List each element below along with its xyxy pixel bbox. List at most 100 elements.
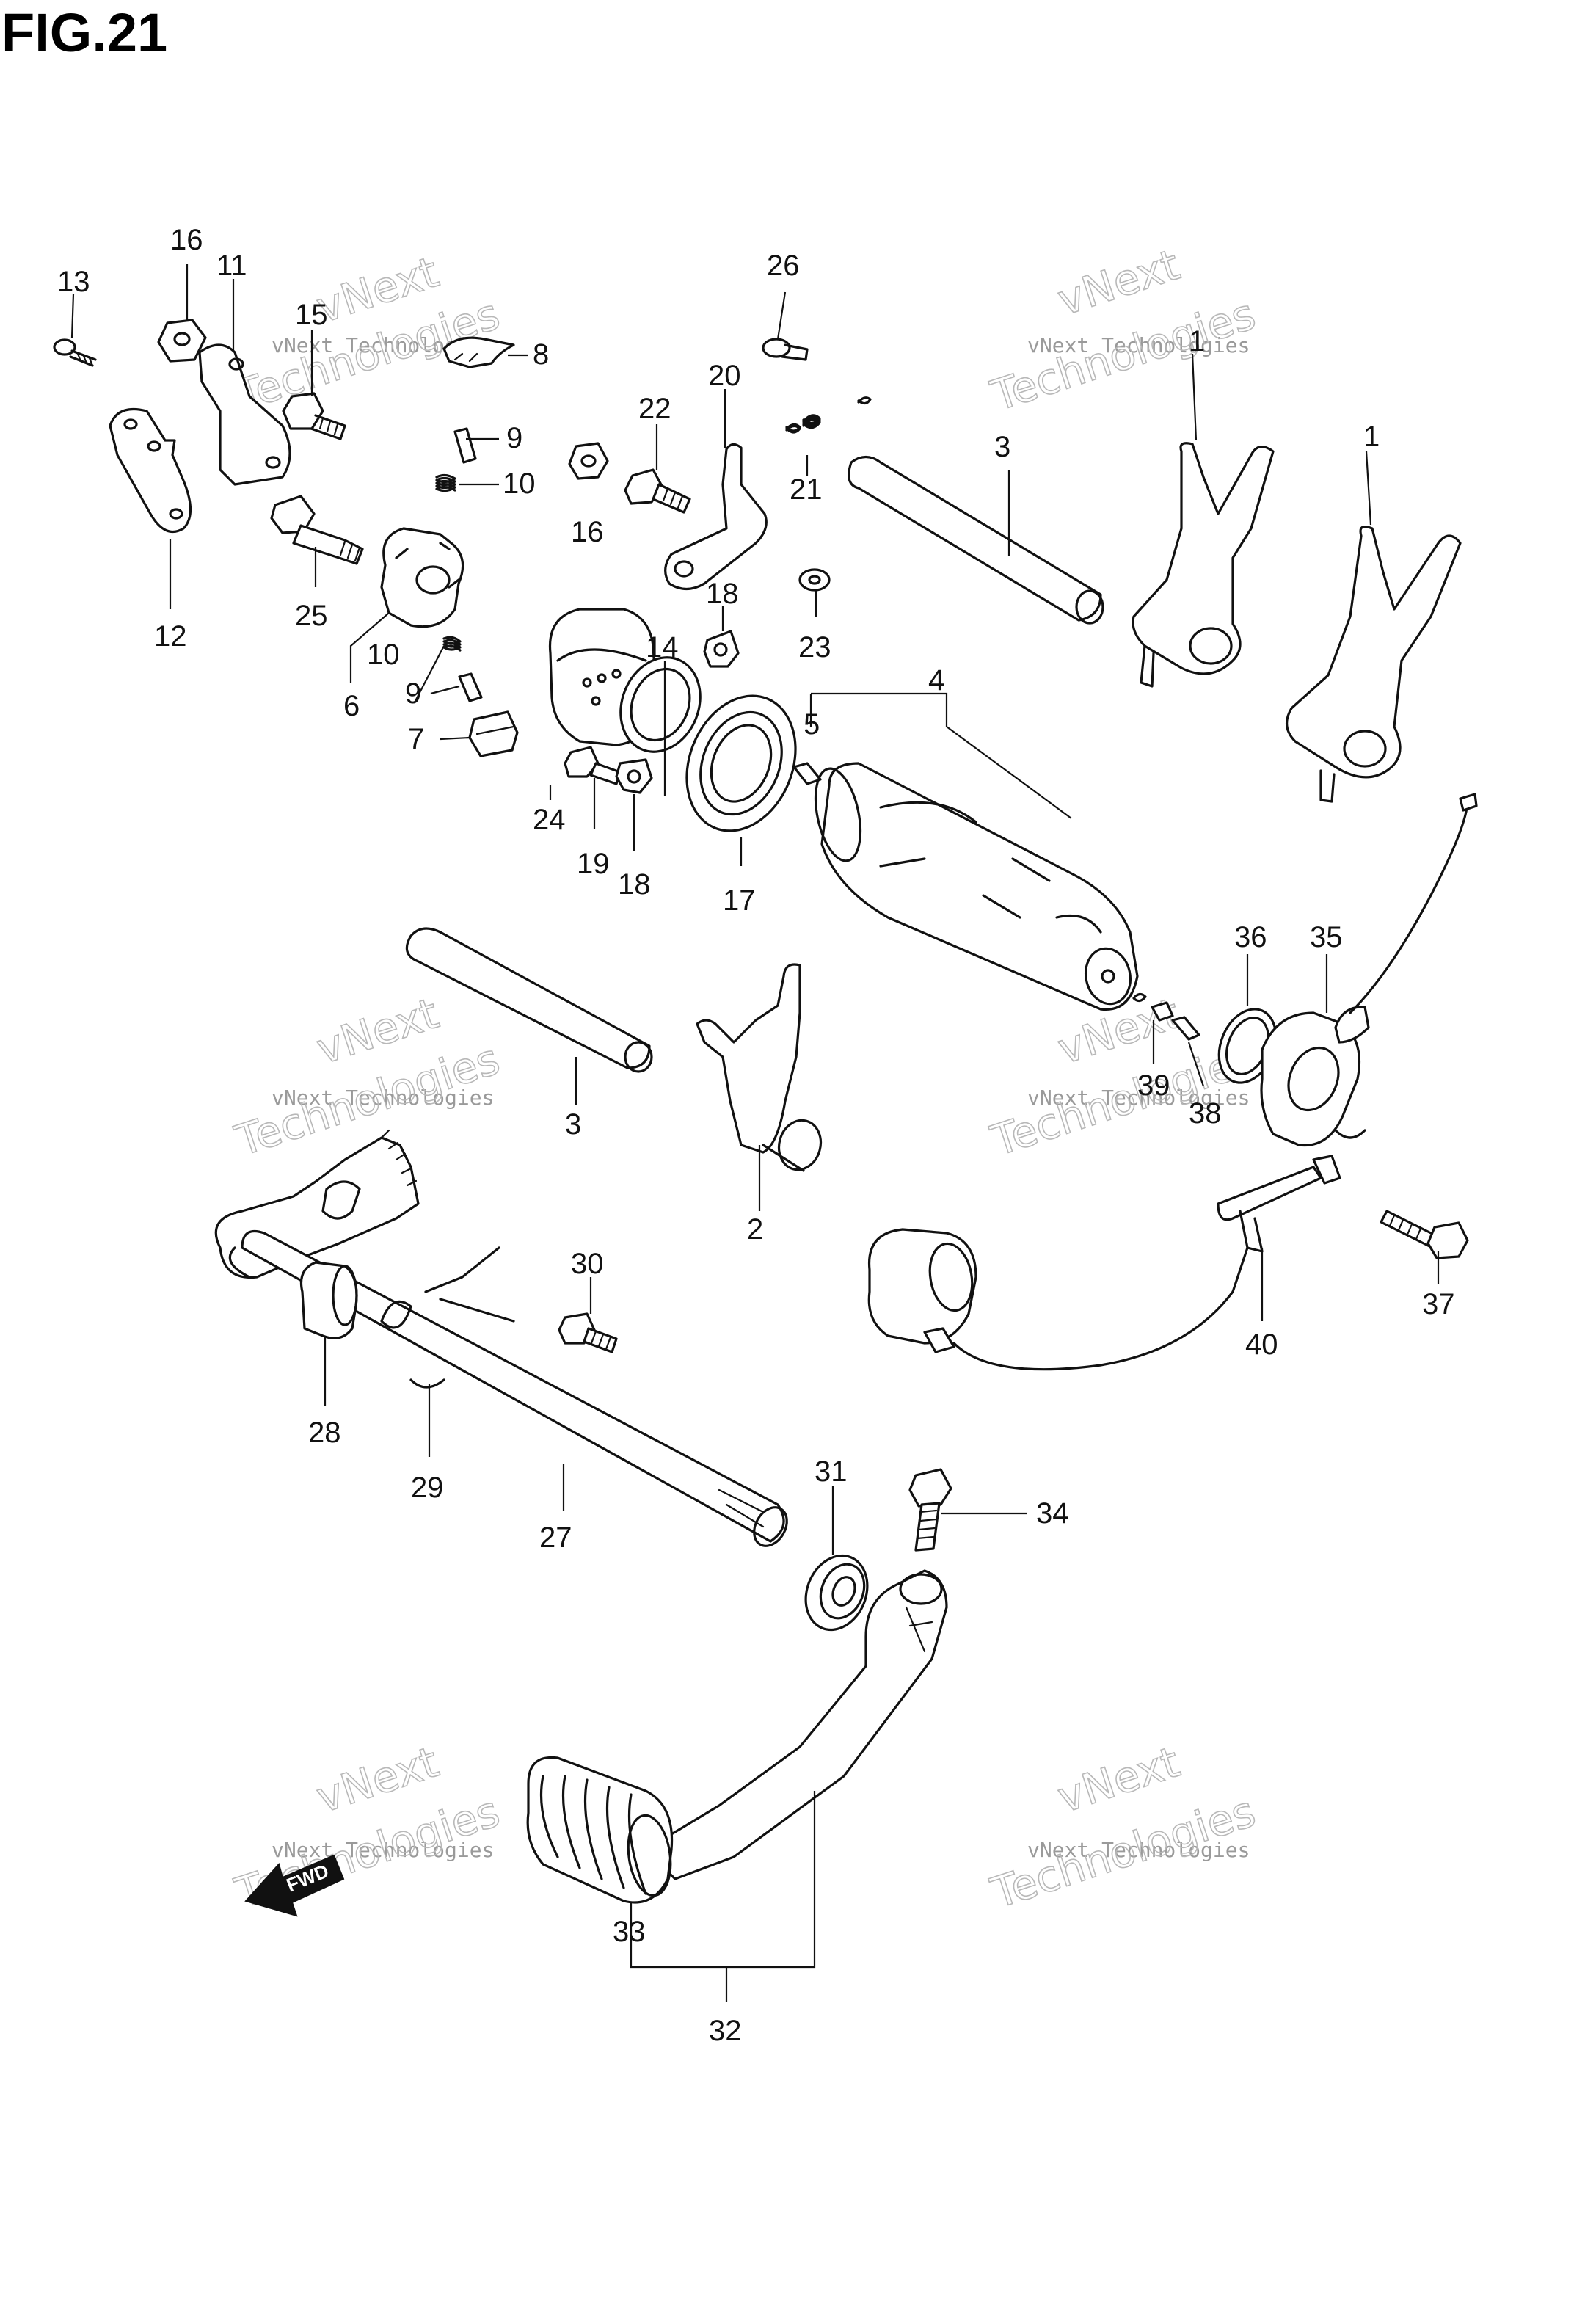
part-22-bolt	[624, 468, 691, 514]
callout-13: 13	[57, 266, 90, 298]
callout-labels: 1 1 2 3 3 4 5 6 7 8 9 9 10 10 11 12 13 1…	[57, 224, 1455, 2047]
callout-28: 28	[308, 1417, 341, 1449]
callout-30: 30	[571, 1248, 604, 1280]
part-14-seal	[619, 656, 702, 753]
callout-8: 8	[533, 338, 549, 371]
callout-6: 6	[343, 690, 360, 722]
callout-23: 23	[798, 631, 831, 664]
callout-31: 31	[815, 1455, 848, 1488]
watermark-label: vNext Technologies	[272, 1086, 494, 1110]
callout-16b: 16	[571, 516, 604, 548]
part-18-washer-lower	[615, 758, 653, 794]
part-1-fork-lower	[1286, 526, 1462, 803]
part-29-spring	[380, 1246, 515, 1389]
callout-5: 5	[804, 708, 820, 741]
callout-21: 21	[790, 473, 823, 506]
watermark-top-left: vNext vNext Technologies Technologies	[229, 246, 506, 421]
callout-9b: 9	[405, 677, 421, 710]
part-27-gearshift-shaft	[214, 1129, 788, 1547]
part-11-plate	[198, 343, 291, 486]
callout-2: 2	[747, 1213, 763, 1246]
part-35-switch	[1260, 793, 1478, 1147]
part-26-screw	[762, 338, 809, 361]
callout-32: 32	[709, 2015, 742, 2047]
callout-25: 25	[295, 600, 328, 632]
part-6-cam	[380, 527, 464, 628]
callout-10: 10	[503, 468, 536, 500]
watermark-label: vNext Technologies	[1027, 1086, 1250, 1110]
part-7-pawl	[468, 710, 519, 757]
callout-38: 38	[1189, 1097, 1222, 1130]
part-33-rubber	[526, 1756, 674, 1904]
callout-11: 11	[216, 250, 247, 282]
part-32-gearshift-lever	[644, 1569, 948, 1880]
part-18-washer	[703, 630, 740, 668]
part-34-bolt	[908, 1468, 952, 1552]
part-20-arm	[664, 443, 768, 591]
part-10-spring-lower	[442, 636, 462, 652]
part-23-washer	[798, 568, 831, 592]
part-37-bolt	[1380, 1210, 1469, 1259]
callout-10b: 10	[367, 639, 400, 671]
callout-20: 20	[708, 360, 741, 392]
part-4-gearshift-drum	[814, 762, 1139, 1011]
callout-16: 16	[170, 224, 203, 256]
callout-17: 17	[723, 884, 756, 917]
leader-lines	[70, 264, 1440, 2002]
callout-15: 15	[295, 299, 328, 331]
callout-34: 34	[1036, 1497, 1069, 1530]
callout-1b: 1	[1189, 325, 1205, 357]
callout-18: 18	[706, 578, 739, 610]
callout-36: 36	[1234, 921, 1267, 953]
part-13-screw	[53, 338, 97, 367]
watermark-vnext: vNext	[1052, 1737, 1185, 1822]
part-1-fork-upper	[1132, 442, 1275, 688]
part-9-pin-lower	[458, 672, 483, 702]
watermark-label: vNext Technologies	[1027, 1838, 1250, 1862]
watermark-label: vNext Technologies	[272, 1838, 494, 1862]
callout-3b: 3	[565, 1108, 581, 1141]
part-16-nut	[157, 319, 207, 363]
part-10-spring	[435, 473, 456, 492]
part-28-collar	[299, 1261, 358, 1339]
part-8-pawl	[442, 336, 515, 368]
watermark-mid-left: vNext vNext Technologies Technologies	[229, 987, 506, 1166]
callout-9: 9	[506, 422, 522, 454]
callout-1: 1	[1363, 421, 1380, 453]
part-21-spring	[785, 396, 872, 434]
part-16-nut-middle	[568, 442, 609, 480]
callout-39: 39	[1137, 1069, 1170, 1102]
part-40-clamp	[1217, 1155, 1341, 1253]
watermark-vnext: vNext	[1052, 239, 1185, 325]
part-38-pin	[1171, 1016, 1200, 1041]
part-30-bolt	[558, 1312, 618, 1353]
part-25-bolt	[270, 495, 364, 565]
callout-29: 29	[411, 1472, 444, 1504]
watermark-top-right: vNext vNext Technologies Technologies	[985, 239, 1262, 421]
part-39-spring	[1132, 992, 1174, 1022]
callout-40: 40	[1245, 1328, 1278, 1361]
part-3-shaft-top	[848, 455, 1104, 625]
part-connector	[867, 1228, 1249, 1371]
watermark-mid-right: vNext vNext Technologies Technologies	[985, 987, 1262, 1166]
callout-33: 33	[613, 1916, 646, 1948]
part-5-pin	[792, 762, 822, 785]
part-31-bearing	[804, 1554, 869, 1632]
callout-7: 7	[408, 723, 424, 755]
callout-27: 27	[539, 1522, 572, 1554]
part-17-bearing	[685, 694, 797, 832]
callout-18b: 18	[618, 868, 651, 901]
part-12-plate	[109, 407, 192, 533]
part-3-shaft-lower	[405, 927, 653, 1073]
part-15-bolt	[282, 392, 346, 440]
callout-24: 24	[533, 804, 566, 836]
callout-4: 4	[928, 664, 944, 697]
callout-3: 3	[994, 431, 1010, 463]
callout-14: 14	[646, 631, 679, 664]
callout-26: 26	[767, 250, 800, 282]
watermark-label: vNext Technologies	[1027, 333, 1250, 357]
watermark-bottom-right: vNext vNext Technologies Technologies	[985, 1736, 1262, 1919]
callout-37: 37	[1422, 1288, 1455, 1320]
callout-35: 35	[1310, 921, 1343, 953]
